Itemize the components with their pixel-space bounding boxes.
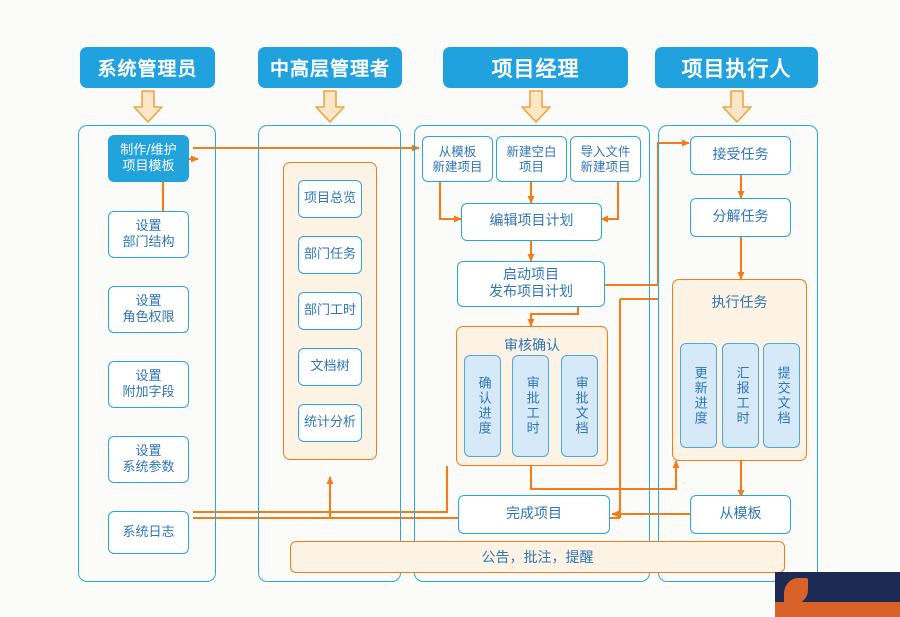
node-edit-project-plan[interactable]: 编辑项目计划 — [461, 203, 602, 241]
group-execute-task-title: 执行任务 — [711, 295, 768, 311]
node-split-task[interactable]: 分解任务 — [690, 198, 791, 237]
node-label: 接受任务 — [712, 146, 769, 163]
role-header-label: 系统管理员 — [97, 58, 198, 80]
node-report-worktime[interactable]: 汇报工时 — [722, 343, 759, 448]
node-label: 设置 系统参数 — [122, 443, 175, 475]
role-header-pm[interactable]: 项目经理 — [443, 47, 628, 88]
node-maintain-template[interactable]: 制作/维护 项目模板 — [108, 135, 189, 182]
node-approve-document[interactable]: 审批文档 — [561, 355, 598, 457]
node-label: 从模板 — [719, 505, 762, 522]
down-arrow-pm — [521, 90, 551, 123]
logo-swoosh-icon — [784, 578, 808, 604]
node-label: 部门工时 — [303, 303, 356, 319]
node-department-hours[interactable]: 部门工时 — [298, 292, 362, 330]
notice-bar[interactable]: 公告，批注，提醒 — [290, 541, 785, 573]
node-label: 设置 角色权限 — [122, 293, 175, 325]
down-arrow-exec-mgmt — [315, 90, 345, 123]
lane-executor — [658, 125, 818, 582]
node-accept-task[interactable]: 接受任务 — [690, 136, 791, 175]
company-logo-watermark — [775, 572, 900, 617]
lane-exec-mgmt — [258, 125, 401, 582]
node-document-tree[interactable]: 文档树 — [298, 348, 362, 386]
down-arrow-sysadmin — [133, 90, 163, 123]
node-label: 从模板 新建项目 — [432, 143, 483, 174]
node-label: 制作/维护 项目模板 — [120, 142, 177, 174]
role-header-label: 项目经理 — [491, 56, 580, 81]
node-set-system-params[interactable]: 设置 系统参数 — [108, 436, 189, 483]
node-set-extra-fields[interactable]: 设置 附加字段 — [108, 361, 189, 408]
node-new-blank-project[interactable]: 新建空白 项目 — [496, 136, 567, 182]
node-label: 分解任务 — [712, 208, 769, 225]
node-label: 导入文件 新建项目 — [580, 143, 631, 174]
node-statistical-analysis[interactable]: 统计分析 — [298, 404, 362, 442]
node-confirm-progress[interactable]: 确认进度 — [464, 355, 501, 457]
node-department-tasks[interactable]: 部门任务 — [298, 236, 362, 274]
node-label: 完成项目 — [506, 505, 562, 522]
node-label: 部门任务 — [303, 247, 356, 263]
node-label: 编辑项目计划 — [489, 213, 574, 230]
node-start-publish-plan[interactable]: 启动项目 发布项目计划 — [457, 261, 605, 307]
node-label: 审批工时 — [523, 376, 539, 436]
node-label: 系统日志 — [122, 524, 175, 540]
node-import-file-project[interactable]: 导入文件 新建项目 — [570, 136, 641, 182]
node-label: 汇报工时 — [733, 365, 749, 426]
group-review-confirm-title: 审核确认 — [504, 338, 560, 354]
node-system-log[interactable]: 系统日志 — [108, 511, 189, 554]
node-label: 统计分析 — [303, 415, 356, 431]
role-header-sysadmin[interactable]: 系统管理员 — [80, 47, 215, 88]
node-label: 项目总览 — [303, 191, 356, 207]
node-finish-project[interactable]: 完成项目 — [458, 495, 610, 534]
notice-bar-label: 公告，批注，提醒 — [481, 550, 594, 566]
logo-underbar — [775, 602, 900, 617]
node-label: 提交文档 — [774, 365, 790, 426]
node-label: 确认进度 — [475, 376, 491, 436]
node-label: 更新进度 — [691, 365, 707, 426]
role-header-exec-mgmt[interactable]: 中高层管理者 — [258, 47, 402, 88]
role-header-label: 中高层管理者 — [269, 58, 390, 80]
node-label: 设置 附加字段 — [122, 368, 175, 400]
node-label: 启动项目 发布项目计划 — [489, 266, 573, 300]
node-project-overview[interactable]: 项目总览 — [298, 180, 362, 218]
node-update-progress[interactable]: 更新进度 — [680, 343, 717, 448]
node-approve-worktime[interactable]: 审批工时 — [512, 355, 549, 457]
node-label: 文档树 — [310, 359, 350, 375]
node-save-as-template[interactable]: 从模板 — [690, 495, 791, 534]
node-label: 新建空白 项目 — [506, 143, 557, 174]
lane-sysadmin — [78, 125, 216, 582]
down-arrow-executor — [722, 90, 752, 123]
node-set-department[interactable]: 设置 部门结构 — [108, 211, 189, 258]
node-label: 审批文档 — [572, 376, 588, 436]
role-header-executor[interactable]: 项目执行人 — [655, 47, 818, 88]
role-header-label: 项目执行人 — [681, 56, 792, 81]
node-submit-document[interactable]: 提交文档 — [763, 343, 800, 448]
node-label: 设置 部门结构 — [122, 218, 175, 250]
lane-pm — [414, 125, 650, 582]
node-new-from-template[interactable]: 从模板 新建项目 — [422, 136, 493, 182]
node-set-role-permission[interactable]: 设置 角色权限 — [108, 286, 189, 333]
